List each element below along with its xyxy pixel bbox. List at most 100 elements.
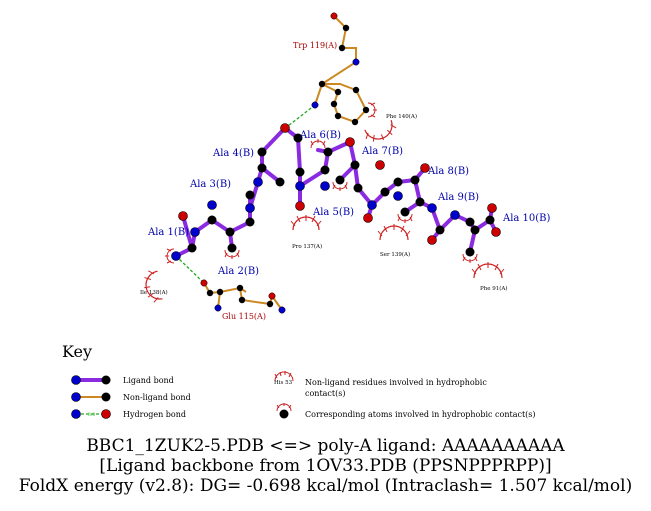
atom-carbon [362,106,370,114]
atom-carbon [206,289,214,297]
atom-nitrogen [311,101,319,109]
atom-oxygen [200,279,208,287]
trp119-ring [321,83,368,124]
atom-nitrogen [278,306,286,314]
atom-oxygen [375,160,385,170]
atom-oxygen [268,292,276,300]
atom-carbon [335,175,345,185]
atom-oxygen [280,123,290,133]
atom-carbon [465,247,475,257]
atom-carbon [465,217,475,227]
ligand-bond-branch [181,214,194,250]
atom-nitrogen [190,227,200,237]
atom-contact-mark [397,213,413,223]
atom-oxygen [427,235,437,245]
atom-oxygen [345,137,355,147]
atom-carbon [380,187,390,197]
hydrophobic-arcs [144,120,505,303]
atom-contact-mark [332,181,348,191]
ligand-label: Ala 5(B) [312,207,354,218]
legend-nonligand-residues-line2: contact(s) [305,389,346,398]
atom-oxygen [295,201,305,211]
atom-nitrogen [393,191,403,201]
residue-label: Pro 137(A) [292,243,322,250]
hydrophobic-arc-ile138 [144,270,163,303]
hydrogen-bonds [175,104,316,284]
ligand-labels: Ala 1(B) Ala 2(B) Ala 3(B) Ala 4(B) Ala … [147,130,551,277]
atom-carbon [330,100,338,108]
ligand-label: Ala 7(B) [361,146,403,157]
hydrophobic-arc-pro137 [290,215,322,231]
atom-carbon [400,207,410,217]
atom-carbon [275,177,285,187]
ligand-label: Ala 1(B) [147,227,189,238]
atom-carbon [338,44,346,52]
atom-carbon [187,243,197,253]
atom-carbon [323,147,333,157]
atom-carbon [470,225,480,235]
hbond-residue-labels: Trp 119(A) Glu 115(A) [222,41,337,321]
atom-contact-mark [310,139,326,149]
atom-contact-mark [224,249,240,259]
atom-contact-mark [462,253,478,263]
atom-nitrogen [295,181,305,191]
atom-carbon [334,112,342,120]
atom-carbon [334,88,342,96]
hydrophobic-residue-labels: Phe 140(A) Pro 137(A) Ser 139(A) Ile 138… [140,113,508,296]
atom-carbon [245,190,255,200]
atom-nitrogen [450,210,460,220]
atom-carbon [216,288,224,296]
atom-nitrogen [320,181,330,191]
atom-oxygen [363,213,373,223]
residue-label: Phe 91(A) [480,285,508,292]
atom-carbon [207,215,217,225]
atom-carbon [485,215,495,225]
atom-contact-marks [165,102,478,264]
atom-carbon [257,147,267,157]
atom-nitrogen [245,203,255,213]
ligand-label: Ala 8(B) [427,166,469,177]
legend-hydrophobic-arc [274,371,294,382]
atom-nitrogen [253,177,263,187]
residue-label: Phe 140(A) [386,113,417,120]
atom-carbon [320,165,330,175]
caption-line-2: [Ligand backbone from 1OV33.PDB (PPSNPPP… [99,456,552,476]
atom-oxygen [178,211,188,221]
atom-carbon [293,133,303,143]
legend-graphics: 3.0 His 53 [71,371,294,419]
legend-hbond-distance: 3.0 [88,412,95,418]
atom-carbon [353,183,363,193]
atom-carbon [415,197,425,207]
hydrophobic-arc-phe140 [364,120,397,142]
legend-contact-mark [276,403,292,412]
legend-atom-oxygen [101,409,111,419]
atom-carbon [257,163,267,173]
ligand-label: Ala 6(B) [299,130,341,141]
atom-nitrogen [352,58,360,66]
legend-nonligand-bond-label: Non-ligand bond [123,393,191,402]
atom-nitrogen [427,203,437,213]
legend-hydrogen-bond-label: Hydrogen bond [123,410,187,419]
ligand-label: Ala 2(B) [217,266,259,277]
atoms [171,12,501,314]
legend-example-residue: His 53 [274,380,293,386]
legend-nonligand-residues-label: Non-ligand residues involved in hydropho… [305,377,487,399]
atom-carbon [350,160,360,170]
atom-carbon [236,284,244,292]
atom-nitrogen [214,304,222,312]
atom-carbon [295,167,305,177]
atom-carbon [342,24,350,32]
ligand-label: Ala 9(B) [437,192,479,203]
legend-atom-nitrogen [71,409,81,419]
atom-nitrogen [207,200,217,210]
atom-oxygen [487,203,497,213]
atom-carbon [351,118,359,126]
caption-line-1: BBC1_1ZUK2-5.PDB <=> poly-A ligand: AAAA… [86,436,565,456]
atom-carbon [238,296,246,304]
residue-label: Trp 119(A) [293,41,337,50]
atom-contact-mark [367,102,377,118]
hbond-glu115 [175,255,205,284]
ligand-label: Ala 10(B) [502,213,551,224]
legend-nonligand-residues-line1: Non-ligand residues involved in hydropho… [305,378,487,387]
